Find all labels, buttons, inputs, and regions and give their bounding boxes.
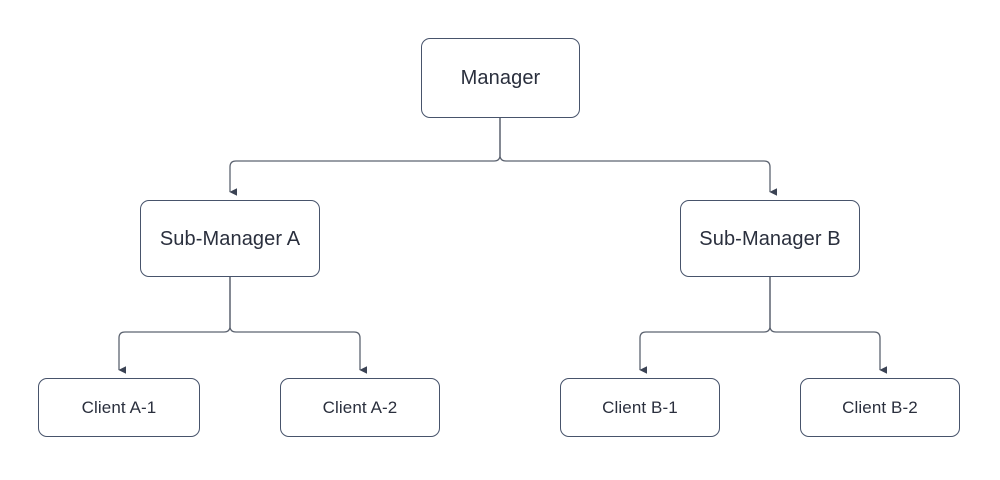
- node-manager-label: Manager: [460, 67, 541, 89]
- node-client-b-1-label: Client B-1: [602, 398, 678, 417]
- node-sub-manager-b[interactable]: Sub-Manager B: [680, 200, 860, 277]
- edge-manager-sub-a: [229, 118, 501, 196]
- node-client-b-2[interactable]: Client B-2: [800, 378, 960, 437]
- node-client-a-1-label: Client A-1: [81, 398, 157, 417]
- node-client-a-1[interactable]: Client A-1: [38, 378, 200, 437]
- node-client-b-1[interactable]: Client B-1: [560, 378, 720, 437]
- node-client-a-2[interactable]: Client A-2: [280, 378, 440, 437]
- node-client-b-2-label: Client B-2: [842, 398, 918, 417]
- edge-sub-a-client-a-1: [118, 277, 231, 374]
- node-sub-manager-a-label: Sub-Manager A: [159, 227, 301, 250]
- edge-sub-b-client-b-2: [769, 277, 887, 374]
- node-sub-manager-a[interactable]: Sub-Manager A: [140, 200, 320, 277]
- edge-sub-a-client-a-2: [229, 277, 367, 374]
- node-sub-manager-b-label: Sub-Manager B: [699, 227, 841, 250]
- edge-manager-sub-b: [499, 118, 777, 196]
- node-manager[interactable]: Manager: [421, 38, 580, 118]
- node-client-a-2-label: Client A-2: [322, 398, 398, 417]
- edge-sub-b-client-b-1: [639, 277, 771, 374]
